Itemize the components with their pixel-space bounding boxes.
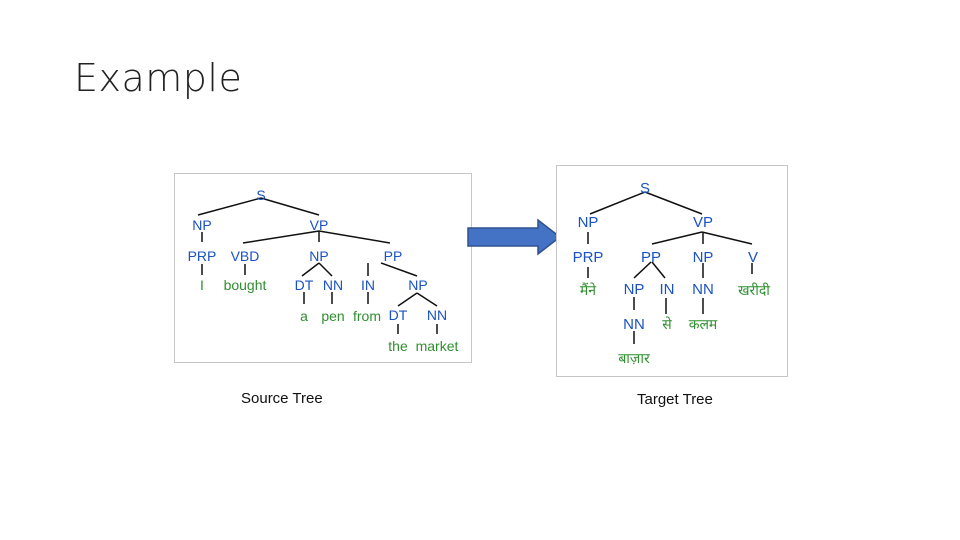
source-node-vbd: VBD — [231, 248, 260, 264]
target-node-vp: VP — [693, 214, 713, 231]
source-node-nn: NN — [323, 277, 343, 293]
target-node-np-object: NP — [693, 249, 714, 266]
target-node-pp: PP — [641, 249, 661, 266]
source-word-from: from — [353, 308, 381, 324]
target-node-np: NP — [578, 214, 599, 231]
source-word-a: a — [300, 308, 308, 324]
target-word-bazaar: बाज़ार — [618, 351, 650, 367]
source-tree-caption: Source Tree — [241, 390, 323, 407]
right-arrow-icon — [467, 218, 562, 256]
source-node-pp: PP — [384, 248, 403, 264]
source-node-dt: DT — [295, 277, 314, 293]
source-node-dt-the: DT — [389, 307, 408, 323]
target-node-s: S — [640, 180, 650, 197]
source-tree-diagram: S NP VP PRP VBD NP PP DT NN IN NP DT NN … — [188, 187, 459, 354]
target-node-nn-bazaar: NN — [623, 316, 645, 333]
source-tree-edges — [197, 197, 438, 334]
target-node-v: V — [748, 249, 758, 266]
source-word-pen: pen — [321, 308, 344, 324]
target-node-in: IN — [660, 281, 675, 298]
source-word-the: the — [388, 338, 408, 354]
target-word-kalam: कलम — [689, 317, 718, 333]
slide-title: Example — [74, 56, 243, 100]
target-tree-caption: Target Tree — [637, 391, 713, 408]
target-node-nn: NN — [692, 281, 714, 298]
source-node-nn-market: NN — [427, 307, 447, 323]
source-node-s: S — [256, 187, 265, 203]
source-node-np-pp: NP — [408, 277, 427, 293]
target-tree-image: S NP VP PRP PP NP V NP IN NN NN मैंने खर… — [556, 165, 788, 377]
target-tree-diagram: S NP VP PRP PP NP V NP IN NN NN मैंने खर… — [573, 180, 771, 367]
target-word-kharidi: खरीदी — [738, 282, 770, 299]
source-tree-image: S NP VP PRP VBD NP PP DT NN IN NP DT NN … — [174, 173, 472, 363]
source-word-bought: bought — [224, 277, 267, 293]
source-node-in: IN — [361, 277, 375, 293]
target-word-se: से — [662, 316, 672, 333]
target-node-np-pp: NP — [624, 281, 645, 298]
source-node-prp: PRP — [188, 248, 217, 264]
target-node-prp: PRP — [573, 249, 604, 266]
source-node-vp: VP — [310, 217, 329, 233]
source-node-np-object: NP — [309, 248, 328, 264]
target-tree-edges — [587, 191, 753, 344]
target-word-maine: मैंने — [580, 282, 596, 299]
source-word-market: market — [416, 338, 459, 354]
source-node-np: NP — [192, 217, 211, 233]
source-word-i: I — [200, 277, 204, 293]
